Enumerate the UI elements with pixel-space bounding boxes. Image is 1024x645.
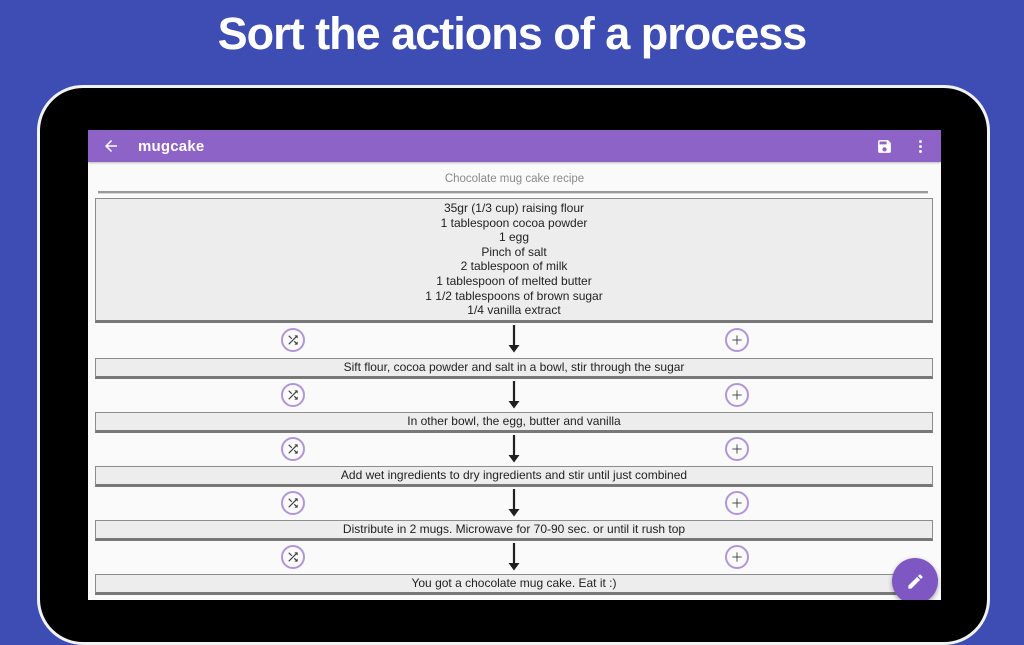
save-icon[interactable] [875,137,893,155]
ingredient-line: 1 egg [498,230,530,245]
swap-actions-button[interactable] [281,383,305,408]
step-box[interactable]: Distribute in 2 mugs. Microwave for 70-9… [95,519,933,541]
edit-fab-button[interactable] [892,558,938,600]
ingredient-line: 1 tablespoon cocoa powder [440,215,588,230]
process-name-underline [98,191,928,194]
back-arrow-icon[interactable] [102,137,120,155]
edit-pencil-icon [906,572,925,591]
action-row [95,323,933,358]
insert-action-button[interactable] [725,437,749,462]
banner-title: Sort the actions of a process [217,8,808,59]
process-name-field[interactable]: Chocolate mug cake recipe [444,173,585,185]
ingredients-box[interactable]: 35gr (1/3 cup) raising flour 1 tablespoo… [95,198,933,323]
ingredient-line: 1 tablespoon of melted butter [436,273,592,288]
app-toolbar: mugcake [88,130,941,162]
action-row [95,433,933,466]
step-box[interactable]: Add wet ingredients to dry ingredients a… [95,465,933,487]
insert-action-button[interactable] [725,328,749,353]
step-box[interactable]: In other bowl, the egg, butter and vanil… [95,411,933,433]
swap-actions-button[interactable] [281,491,305,516]
flow-down-arrow-icon [506,380,522,414]
insert-action-button[interactable] [725,545,749,570]
swap-actions-button[interactable] [281,545,305,570]
app-screen: mugcake Chocolate mug cake recipe 35gr (… [88,130,941,600]
action-row [95,541,933,574]
overflow-menu-icon[interactable] [911,137,929,155]
step-box[interactable]: You got a chocolate mug cake. Eat it :) [95,573,933,595]
swap-actions-button[interactable] [281,437,305,462]
ingredient-line: 2 tablespoon of milk [460,259,568,274]
step-box[interactable]: Sift flour, cocoa powder and salt in a b… [95,357,933,379]
toolbar-title: mugcake [138,137,205,155]
flow-down-arrow-icon [506,324,522,358]
flow-down-arrow-icon [506,434,522,468]
ingredient-line: 1 1/2 tablespoons of brown sugar [425,288,603,303]
ingredient-line: 35gr (1/3 cup) raising flour [443,201,585,215]
swap-actions-button[interactable] [281,328,305,353]
insert-action-button[interactable] [725,383,749,408]
flow-down-arrow-icon [506,488,522,522]
action-row [95,487,933,520]
ingredient-line: Pinch of salt [481,244,547,259]
flow-down-arrow-icon [506,542,522,576]
insert-action-button[interactable] [725,491,749,516]
ingredient-line: 1/4 vanilla extract [467,303,561,318]
action-row [95,379,933,412]
